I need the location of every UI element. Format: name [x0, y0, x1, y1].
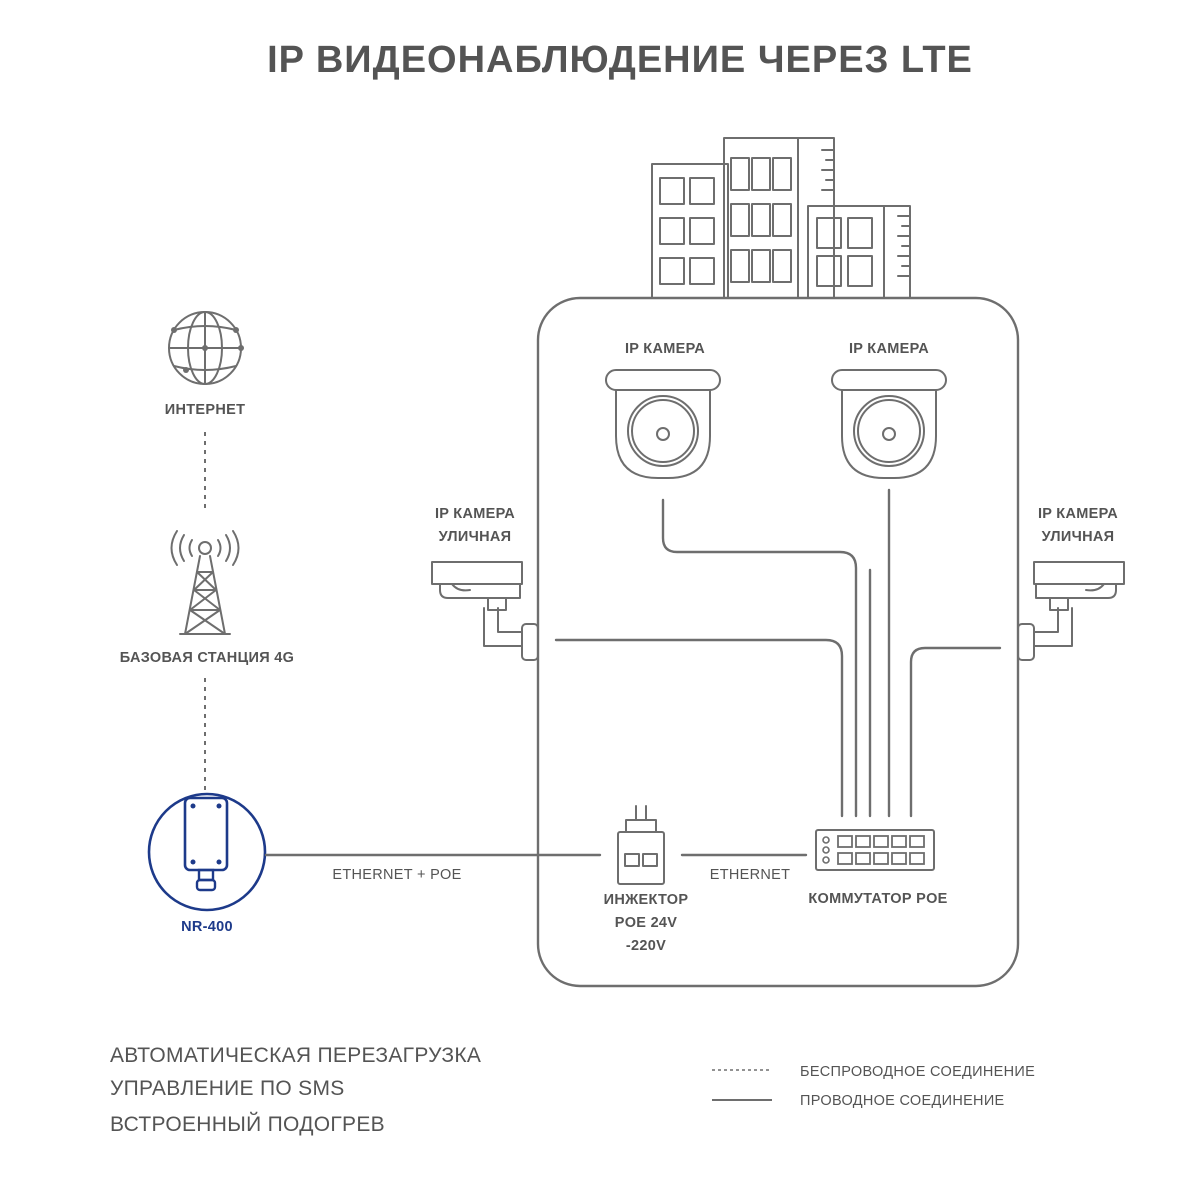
link-injector-switch-label: ETHERNET — [710, 867, 791, 883]
lte-router-icon — [147, 792, 267, 912]
injector-label-line1: ИНЖЕКТОР — [604, 892, 689, 908]
cable-right-street — [909, 646, 1002, 818]
cable-left-street — [554, 638, 844, 818]
globe-icon — [168, 311, 244, 385]
feature-item: ВСТРОЕННЫЙ ПОДОГРЕВ — [110, 1112, 385, 1136]
legend-wired-label: ПРОВОДНОЕ СОЕДИНЕНИЕ — [800, 1093, 1005, 1109]
link-router-injector-label: ETHERNET + POE — [332, 867, 461, 883]
base-station-label: БАЗОВАЯ СТАНЦИЯ 4G — [120, 650, 294, 666]
bullet-camera-icon — [1017, 561, 1125, 661]
cell-tower-icon — [170, 530, 240, 635]
cable-left-dome — [661, 498, 858, 818]
camera-right-label: IP КАМЕРА — [849, 341, 929, 357]
legend: БЕСПРОВОДНОЕ СОЕДИНЕНИЕ ПРОВОДНОЕ СОЕДИН… — [712, 1064, 1035, 1109]
injector-label-line3: -220V — [626, 938, 666, 954]
street-left-label-line1: IP КАМЕРА — [435, 506, 515, 522]
camera-cables — [554, 488, 1002, 818]
network-switch-icon — [815, 829, 935, 871]
router-label: NR-400 — [181, 919, 233, 935]
feature-item: УПРАВЛЕНИЕ ПО SMS — [110, 1077, 345, 1100]
poe-injector-icon — [617, 805, 665, 885]
building-icon — [651, 137, 911, 299]
injector-label-line2: POE 24V — [615, 915, 678, 931]
bullet-camera-icon — [431, 561, 539, 661]
feature-item: АВТОМАТИЧЕСКАЯ ПЕРЕЗАГРУЗКА — [110, 1044, 481, 1067]
page-title: IP ВИДЕОНАБЛЮДЕНИЕ ЧЕРЕЗ LTE — [267, 39, 973, 81]
switch-label: КОММУТАТОР POE — [808, 891, 947, 907]
camera-left-label: IP КАМЕРА — [625, 341, 705, 357]
dome-camera-icon — [831, 369, 947, 479]
street-right-label-line1: IP КАМЕРА — [1038, 506, 1118, 522]
street-right-label-line2: УЛИЧНАЯ — [1042, 529, 1115, 545]
internet-label: ИНТЕРНЕТ — [165, 402, 246, 418]
legend-wireless-label: БЕСПРОВОДНОЕ СОЕДИНЕНИЕ — [800, 1064, 1035, 1080]
street-left-label-line2: УЛИЧНАЯ — [439, 529, 512, 545]
dome-camera-icon — [605, 369, 721, 479]
